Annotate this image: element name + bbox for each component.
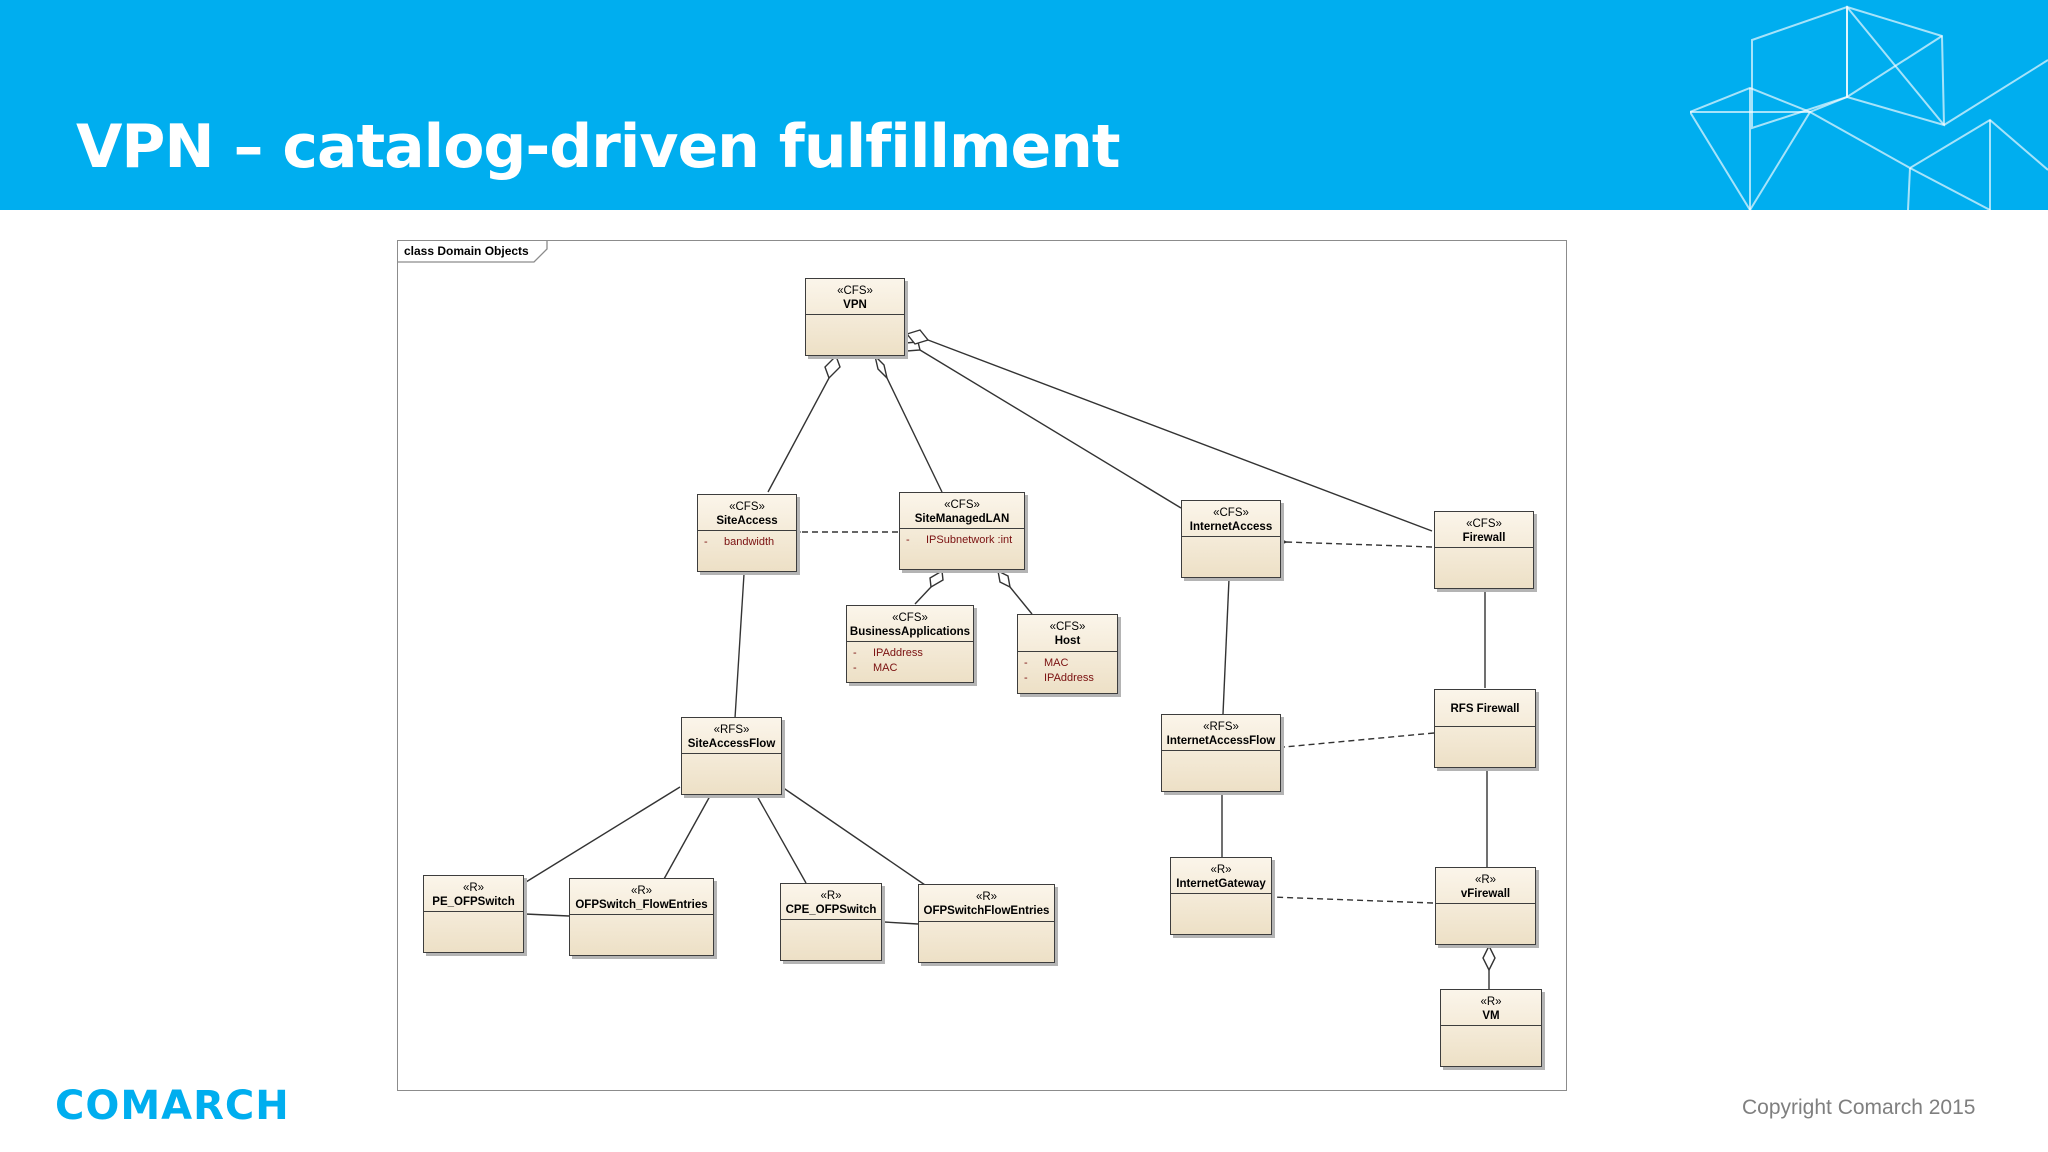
class-stereotype: «CFS» [892, 611, 928, 624]
class-stereotype: «CFS» [1213, 506, 1249, 519]
attribute-visibility: - [1024, 672, 1028, 685]
class-name: InternetAccess [1189, 520, 1273, 533]
class-name: OFPSwitch_FlowEntries [575, 898, 708, 911]
class-business-applications[interactable]: «CFS»BusinessApplications - IPAddress - MA… [846, 605, 974, 683]
attribute-visibility: - [1024, 657, 1028, 670]
class-ofpswitchflowentries[interactable]: «R»OFPSwitchFlowEntries [918, 884, 1055, 963]
attribute-text: bandwidth [724, 536, 775, 549]
class-name: SiteManagedLAN [914, 512, 1010, 525]
class-stereotype: «R» [630, 884, 653, 897]
class-stereotype: «R» [1480, 995, 1502, 1008]
geometric-decoration [1690, 5, 2048, 210]
class-internet-gateway[interactable]: «R»InternetGateway [1170, 857, 1272, 935]
class-name: InternetGateway [1176, 877, 1266, 890]
class-name: BusinessApplications [849, 625, 971, 638]
class-name: VM [1482, 1009, 1500, 1022]
class-pe-ofpswitch[interactable]: «R»PE_OFPSwitch [423, 875, 524, 953]
class-internet-access[interactable]: «CFS»InternetAccess [1181, 500, 1281, 578]
class-name: InternetAccessFlow [1166, 734, 1276, 747]
class-stereotype: «R» [975, 890, 998, 903]
attribute-text: IPAddress [873, 647, 923, 660]
frame-tab-outline [398, 241, 548, 263]
diagram-frame [397, 240, 1567, 1091]
class-stereotype: «CFS» [944, 498, 980, 511]
class-host[interactable]: «CFS»Host - MAC - IPAddress [1017, 614, 1118, 694]
class-internet-access-flow[interactable]: «RFS»InternetAccessFlow [1161, 714, 1281, 792]
class-name: Host [1054, 635, 1081, 648]
class-name: PE_OFPSwitch [432, 895, 515, 908]
attribute-visibility: - [906, 534, 910, 547]
class-name: VPN [843, 298, 867, 311]
class-stereotype: «R» [1474, 873, 1497, 886]
class-stereotype: «CFS» [1466, 517, 1502, 530]
comarch-logo: COMARCH [55, 1083, 290, 1129]
class-name: vFirewall [1460, 887, 1511, 900]
class-stereotype: «RFS» [713, 723, 750, 736]
class-name: RFS Firewall [1450, 702, 1520, 715]
class-vm[interactable]: «R»VM [1440, 989, 1542, 1067]
attribute-visibility: - [853, 662, 857, 675]
frame-label: class Domain Objects [404, 244, 529, 258]
class-site-access-flow[interactable]: «RFS»SiteAccessFlow [681, 717, 782, 795]
class-name: SiteAccess [716, 514, 778, 527]
class-stereotype: «R» [820, 889, 842, 902]
slide-title: VPN – catalog-driven fulfillment [76, 112, 1121, 182]
attribute-visibility: - [704, 536, 708, 549]
copyright-text: Copyright Comarch 2015 [1742, 1096, 1976, 1119]
class-ofpswitch-flowentries[interactable]: «R»OFPSwitch_FlowEntries [569, 878, 714, 956]
class-vfirewall[interactable]: «R»vFirewall [1435, 867, 1536, 945]
class-site-access[interactable]: «CFS»SiteAccess - bandwidth [697, 494, 797, 572]
class-attribute: - IPSubnetwork :int [906, 533, 1024, 548]
class-name: SiteAccessFlow [687, 737, 776, 750]
attribute-visibility: - [853, 647, 857, 660]
class-attribute: - bandwidth [704, 535, 796, 550]
class-firewall[interactable]: «CFS»Firewall [1434, 511, 1534, 589]
class-name: OFPSwitchFlowEntries [923, 904, 1050, 917]
attribute-text: MAC [873, 662, 898, 675]
class-attribute: - IPAddress [853, 646, 973, 661]
class-attribute: - IPAddress [1024, 671, 1117, 686]
title-banner: VPN – catalog-driven fulfillment [0, 0, 2048, 210]
class-stereotype: «R» [462, 881, 485, 894]
class-name: CPE_OFPSwitch [785, 903, 877, 916]
class-stereotype: «CFS» [729, 500, 765, 513]
class-attribute: - MAC [1024, 656, 1117, 671]
class-attribute: - MAC [853, 661, 973, 676]
class-rfs-firewall[interactable]: RFS Firewall [1434, 689, 1536, 768]
class-stereotype: «CFS» [837, 284, 873, 297]
attribute-text: MAC [1044, 657, 1069, 670]
attribute-text: IPSubnetwork :int [926, 534, 1013, 547]
class-name: Firewall [1462, 531, 1506, 544]
class-site-managed-lan[interactable]: «CFS»SiteManagedLAN - IPSubnetwork :int [899, 492, 1025, 570]
class-stereotype: «R» [1210, 863, 1232, 876]
class-stereotype: «RFS» [1203, 720, 1239, 733]
class-cpe-ofpswitch[interactable]: «R»CPE_OFPSwitch [780, 883, 882, 961]
class-vpn[interactable]: «CFS»VPN [805, 278, 905, 356]
attribute-text: IPAddress [1044, 672, 1094, 685]
class-stereotype: «CFS» [1049, 621, 1086, 634]
